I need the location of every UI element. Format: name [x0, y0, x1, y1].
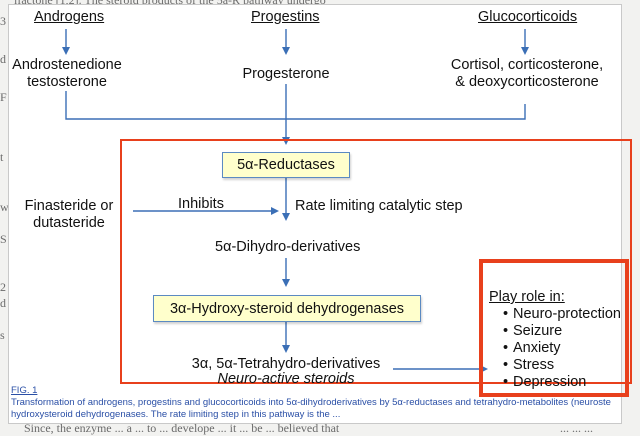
background-left-letter: s: [0, 328, 5, 342]
connector-lines: [62, 29, 529, 373]
inhibitor-label: Finasteride or dutasteride: [15, 198, 123, 232]
glucocorticoid-product-line: & deoxycorticosterone: [455, 74, 599, 90]
role-item: Stress: [489, 357, 621, 374]
product-tetrahydro-name: 3α, 5α-Tetrahydro-derivatives: [191, 356, 381, 372]
progestin-product-line: Progesterone: [242, 66, 330, 82]
androgen-product-line: testosterone: [27, 74, 107, 90]
figure-label-link[interactable]: FIG. 1: [11, 385, 38, 396]
background-left-letter: t: [0, 150, 4, 164]
rate-limiting-label: Rate limiting catalytic step: [295, 198, 463, 214]
roles-list: Play role in: Neuro-protection Seizure A…: [489, 289, 621, 391]
background-left-digit: 3: [0, 14, 6, 28]
background-left-letter: w: [0, 200, 9, 214]
roles-highlight-frame: [479, 259, 629, 397]
background-left-letter: F: [0, 90, 7, 104]
heading-progestins: Progestins: [251, 9, 320, 25]
heading-glucocorticoids: Glucocorticoids: [478, 9, 578, 25]
heading-androgens: Androgens: [34, 9, 105, 25]
figure-panel: Androgens Progestins Glucocorticoids And…: [8, 4, 632, 424]
role-item: Seizure: [489, 323, 621, 340]
glucocorticoid-products: Cortisol, corticosterone, & deoxycortico…: [445, 57, 609, 91]
background-left-letter: 2: [0, 280, 6, 294]
role-item: Anxiety: [489, 340, 621, 357]
product-dihydro: 5α-Dihydro-derivatives: [215, 239, 361, 255]
merge-bracket: [65, 91, 526, 120]
background-left-letter: S: [0, 232, 7, 246]
background-top-line: lfactone [1,2]. The steroid products of …: [14, 0, 326, 8]
glucocorticoid-product-line: Cortisol, corticosterone,: [450, 57, 604, 73]
background-left-letter: d: [0, 296, 6, 310]
product-tetrahydro-note: Neuro-active steroids: [217, 371, 355, 387]
progestin-products: Progesterone: [231, 66, 341, 83]
enzyme-box-reductases: 5α-Reductases: [222, 152, 350, 178]
inhibitor-line: Finasteride or: [24, 198, 114, 214]
role-item: Neuro-protection: [489, 306, 621, 323]
enzyme-box-dehydrogenases: 3α-Hydroxy-steroid dehydrogenases: [153, 295, 421, 322]
product-tetrahydro: 3α, 5α-Tetrahydro-derivatives Neuro-acti…: [179, 356, 393, 388]
caption-line: Transformation of androgens, progestins …: [11, 397, 611, 408]
role-item: Depression: [489, 374, 621, 391]
roles-heading: Play role in:: [489, 289, 565, 305]
caption-line: hydroxysteroid dehydrogenases. The rate …: [11, 409, 341, 420]
androgen-products: Androstenedione testosterone: [9, 57, 125, 91]
inhibitor-line: dutasteride: [33, 215, 105, 231]
inhibits-label: Inhibits: [178, 196, 224, 212]
pathway-highlight-frame: [120, 139, 632, 384]
figure-caption: FIG. 1 Transformation of androgens, prog…: [11, 385, 611, 421]
background-left-letter: d: [0, 52, 6, 66]
androgen-product-line: Androstenedione: [12, 57, 122, 73]
